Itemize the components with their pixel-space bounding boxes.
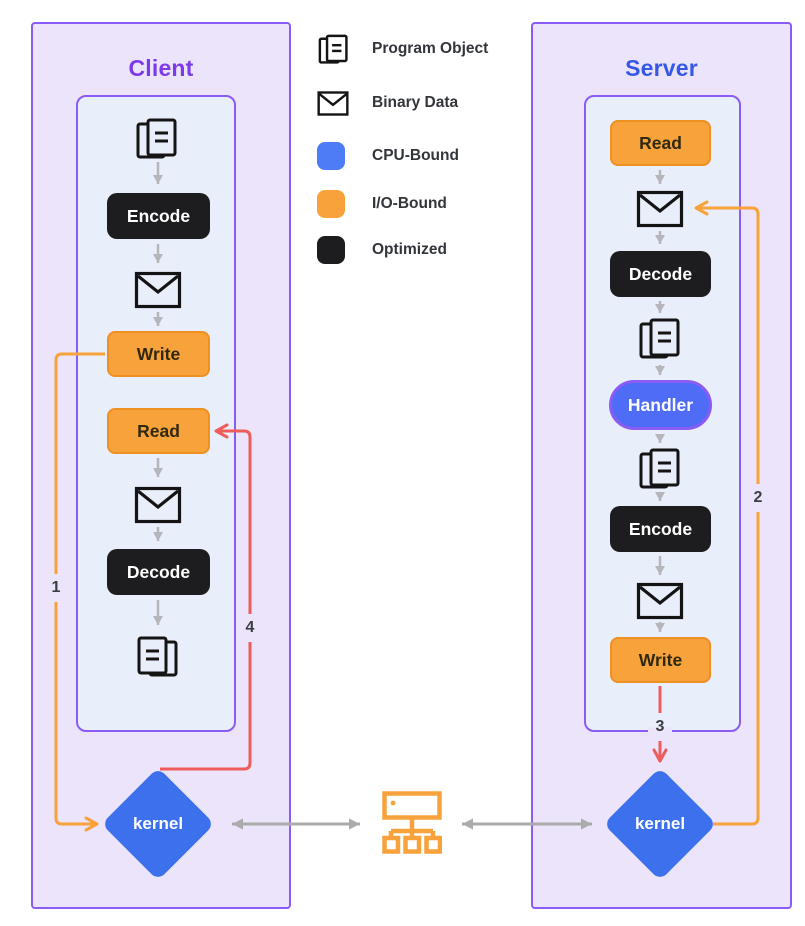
program-object-icon — [639, 318, 680, 359]
server-panel-title: Server — [625, 55, 698, 81]
legend-item-io-bound: I/O-Bound — [317, 186, 447, 222]
legend-item-optimized: Optimized — [317, 232, 447, 268]
program-object-icon — [318, 34, 348, 64]
edge-label-1: 1 — [44, 574, 68, 602]
network-hub-icon — [382, 791, 442, 854]
cpu-bound-swatch — [317, 142, 345, 170]
edge-label-2: 2 — [746, 484, 770, 512]
edge-label-3: 3 — [648, 713, 672, 741]
client-decode-node: Decode — [107, 549, 210, 595]
server-encode-node: Encode — [610, 506, 711, 552]
client-encode-node: Encode — [107, 193, 210, 239]
program-object-icon — [137, 636, 178, 677]
edge-label-4: 4 — [238, 614, 262, 642]
binary-data-icon — [636, 582, 684, 620]
client-panel-title: Client — [128, 55, 194, 81]
legend-item-program-object: Program Object — [317, 31, 488, 67]
binary-data-icon — [636, 190, 684, 228]
binary-data-icon — [134, 486, 182, 524]
client-write-node: Write — [107, 331, 210, 377]
legend-item-cpu-bound: CPU-Bound — [317, 138, 459, 174]
binary-data-icon — [317, 90, 349, 116]
binary-data-icon — [134, 271, 182, 309]
server-read-node: Read — [610, 120, 711, 166]
hub-led-dot — [390, 800, 396, 806]
server-handler-node: Handler — [609, 380, 712, 430]
program-object-icon — [136, 118, 177, 159]
server-kernel-node: kernel — [603, 767, 717, 881]
client-read-node: Read — [107, 408, 210, 454]
client-kernel-node: kernel — [101, 767, 215, 881]
server-write-node: Write — [610, 637, 711, 683]
io-bound-swatch — [317, 190, 345, 218]
program-object-icon — [639, 448, 680, 489]
legend-item-binary-data: Binary Data — [317, 85, 458, 121]
optimized-swatch — [317, 236, 345, 264]
server-decode-node: Decode — [610, 251, 711, 297]
